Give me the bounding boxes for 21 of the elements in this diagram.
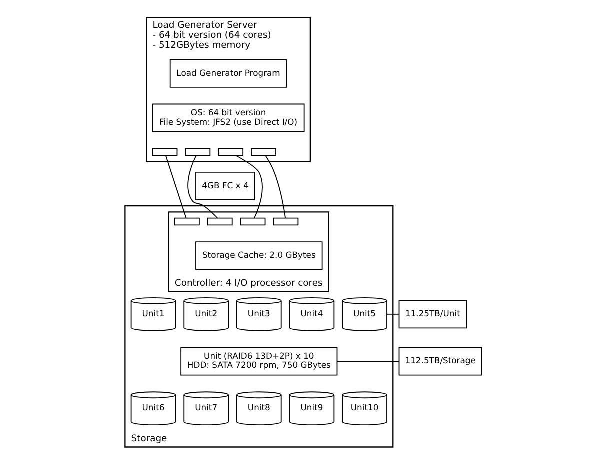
connector [166,155,187,219]
node-box: Unit (RAID6 13D+2P) x 10 HDD: SATA 7200 rpm, 750 GBytes [180,347,338,376]
node-box: 4GB FC x 4 [196,172,256,200]
node-box [240,218,266,226]
connector [188,155,218,219]
node-box [207,218,233,226]
connector [337,361,400,362]
node-box: OS: 64 bit version File System: JFS2 (use Direct I/O) [152,104,305,132]
node-box [218,148,244,156]
node-box: 112.5TB/Storage [398,347,482,376]
node-box [185,148,211,156]
node-box [152,148,178,156]
node-box [251,148,276,156]
node-box [273,218,299,226]
node-box: 11.25TB/Unit [398,300,468,329]
connector [235,155,263,219]
node-box: Storage Cache: 2.0 GBytes [196,242,323,270]
node-box: Load Generator Program [170,59,288,88]
connector [265,155,286,219]
node-box [174,218,200,226]
connector [386,314,400,315]
